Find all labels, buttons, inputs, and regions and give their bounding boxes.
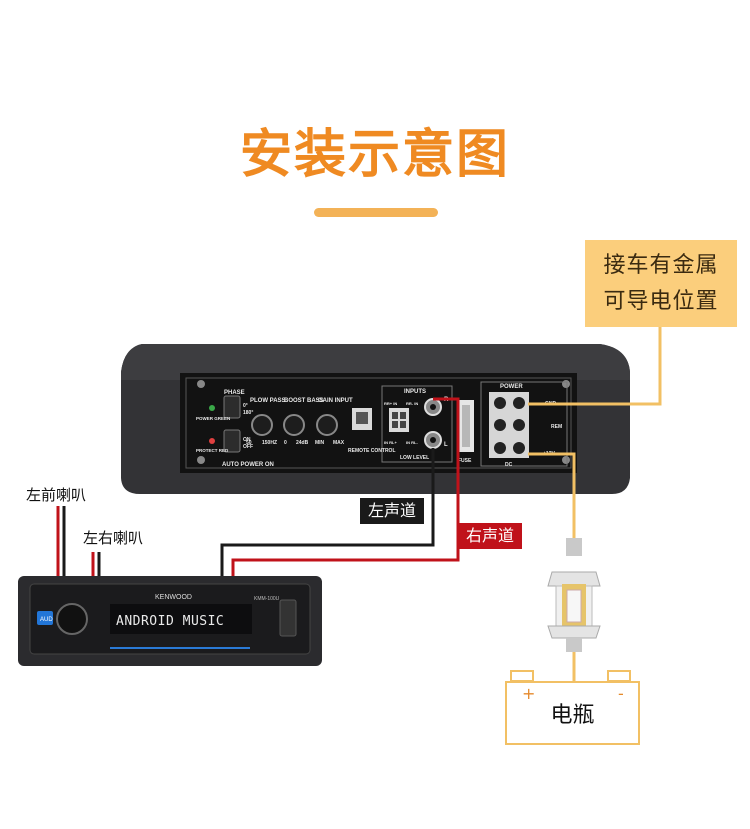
rl-in-label: RR- IN [406, 401, 418, 406]
aud-label: AUD [40, 617, 53, 623]
protect-led-icon [209, 438, 215, 444]
in-rl2-label: IN RL- [406, 440, 418, 445]
inline-fuse-holder [547, 538, 601, 652]
off-label: OFF [243, 444, 253, 450]
screw-icon [562, 456, 570, 464]
boost-bass-label: BOOST BASS [284, 398, 324, 404]
in-rl-label: IN RL+ [384, 440, 397, 445]
phase-0-label: 0° [243, 403, 248, 409]
on-label: ON [243, 437, 251, 443]
volume-knob-icon [56, 603, 88, 635]
power-green-label: POWER GREEN [196, 416, 230, 421]
low-pass-min: 50 [246, 440, 252, 446]
battery-label: 电瓶 [550, 703, 595, 728]
phase-label: PHASE [224, 390, 245, 396]
power-led-icon [209, 405, 215, 411]
gain-min: MIN [315, 440, 325, 446]
left-channel-label: 左声道 [360, 498, 425, 524]
ground-note-line2: 可导电位置 [603, 288, 719, 314]
right-channel-wire [231, 397, 460, 578]
power-label: POWER [500, 384, 523, 390]
head-unit: AUD KENWOOD ANDROID MUSIC KMM-100U [18, 576, 322, 666]
page-title: 安装示意图 [239, 125, 510, 185]
left-right-speaker-label: 左右喇叭 [83, 529, 144, 547]
ground-wire [528, 327, 662, 406]
low-pass-max: 150HZ [262, 440, 277, 446]
battery-plus-sign: + [522, 684, 536, 703]
right-channel-label: 右声道 [458, 523, 523, 549]
amplifier: PHASE 0° 180° POWER GREEN PROTECT RED ON… [121, 344, 630, 494]
rem-label: REM [551, 424, 562, 430]
lowpass-knob-icon [251, 414, 273, 436]
boost-min: 0 [284, 440, 287, 446]
fuse-label: FUSE [458, 458, 472, 464]
gain-input-label: GAIN INPUT [318, 398, 353, 404]
ground-note-box: 接车有金属 可导电位置 [585, 240, 737, 327]
title-underline [314, 208, 438, 217]
power-wire-upper [528, 452, 576, 540]
ground-note-line1: 接车有金属 [603, 252, 719, 278]
battery-box: 电瓶 [505, 681, 640, 745]
auto-power-on-label: AUTO POWER ON [222, 462, 274, 468]
boost-knob-icon [283, 414, 305, 436]
gain-knob-icon [316, 414, 338, 436]
display-text: ANDROID MUSIC [116, 614, 224, 629]
model-label: KMM-100U [254, 596, 280, 602]
screw-icon [197, 456, 205, 464]
screw-icon [197, 380, 205, 388]
boost-max: 24dB [296, 440, 309, 446]
low-level-label: LOW LEVEL [400, 455, 429, 461]
left-front-speaker-label: 左前喇叭 [26, 486, 87, 504]
inputs-label: INPUTS [404, 389, 426, 395]
remote-control-label: REMOTE CONTROL [348, 448, 396, 454]
screw-icon [562, 380, 570, 388]
l-label: L [444, 442, 448, 448]
wires [56, 327, 662, 682]
left-channel-wire [220, 448, 435, 578]
aud-button-icon [37, 611, 53, 625]
brand-label: KENWOOD [155, 594, 192, 601]
gain-max: MAX [333, 440, 345, 446]
rr-in-label: RR+ IN [384, 401, 397, 406]
dc-label: DC [505, 462, 513, 468]
phase-180-label: 180° [243, 410, 253, 416]
head-unit-display [110, 604, 252, 634]
protect-red-label: PROTECT RED [196, 448, 229, 453]
input-connector-icon [389, 408, 409, 432]
battery-minus-sign: - [618, 684, 624, 703]
low-pass-label: PLOW PASS [250, 398, 286, 404]
